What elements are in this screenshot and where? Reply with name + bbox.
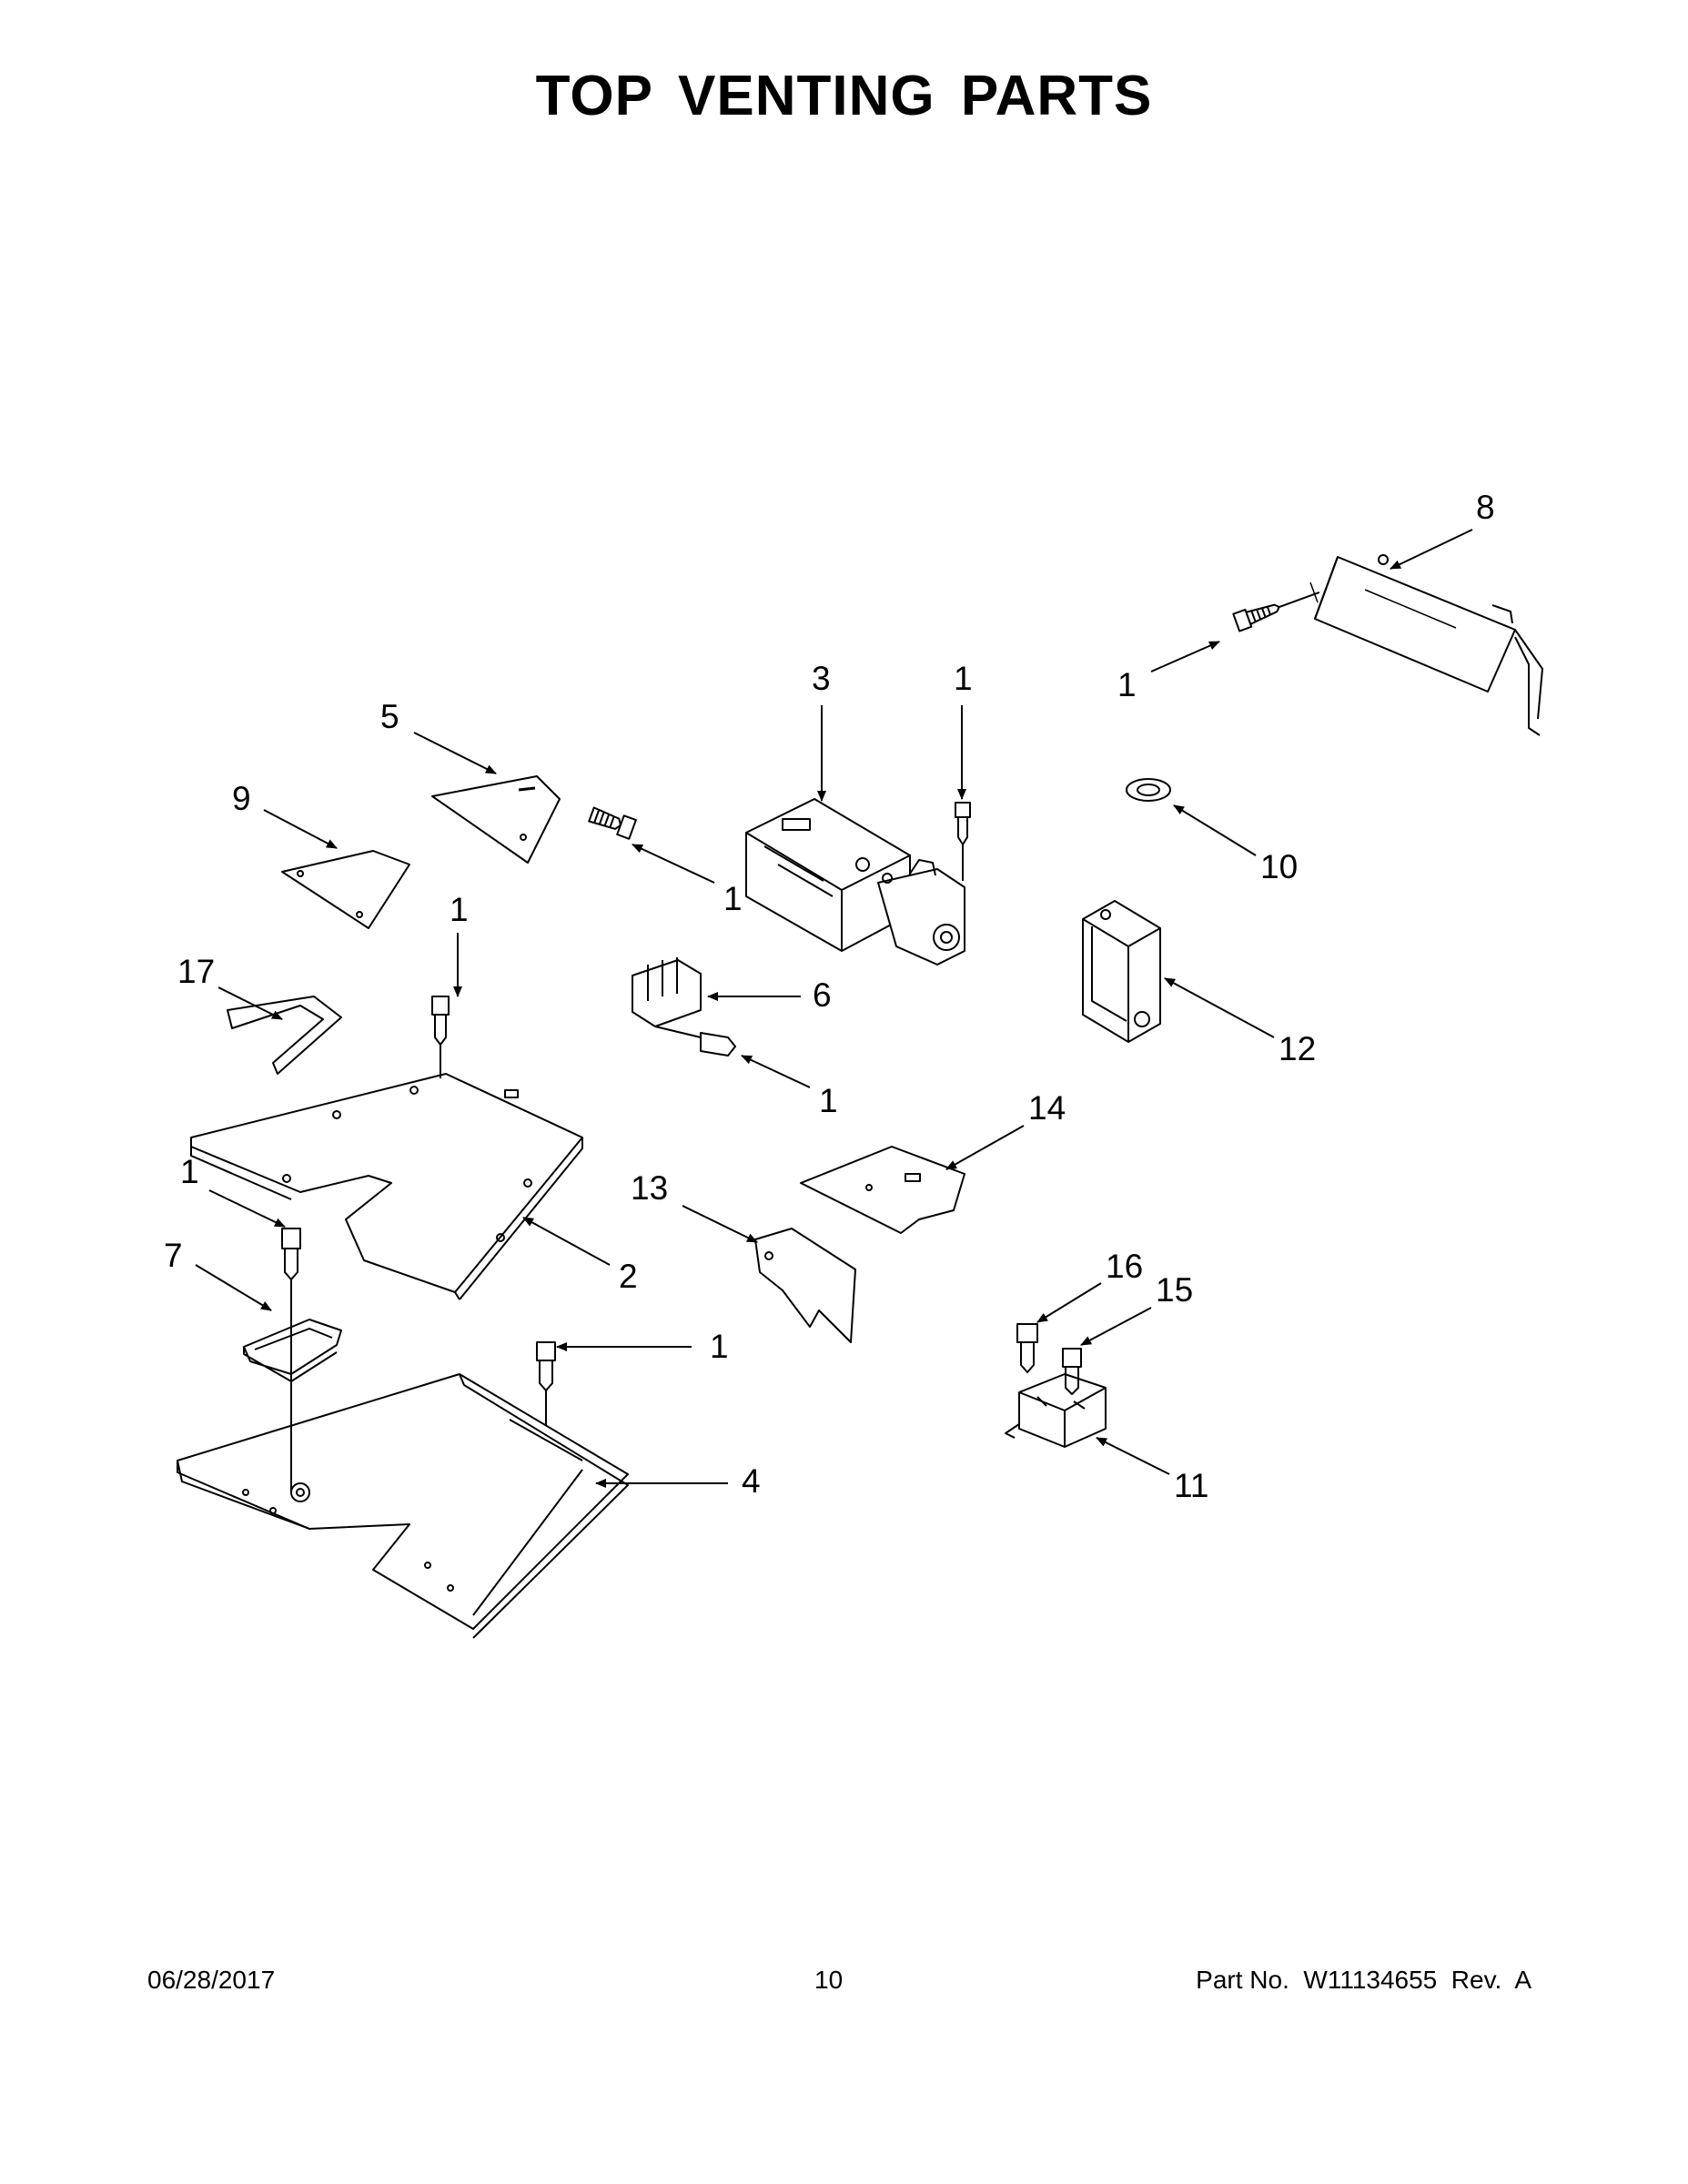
callout-16: 16 (1106, 1248, 1143, 1285)
callout-3: 3 (812, 660, 831, 697)
screw-center (431, 996, 450, 1069)
page-title: TOP VENTING PARTS (535, 65, 1153, 127)
callout-1: 1 (954, 660, 973, 697)
part-14-plate (800, 1146, 965, 1234)
part-8-vent-bracket (1309, 554, 1543, 736)
part-5-plate (431, 775, 561, 864)
callout-1: 1 (710, 1328, 729, 1365)
part-9-plate (281, 850, 410, 929)
screw-near-8 (1232, 591, 1320, 632)
screw-near-5 (588, 806, 637, 840)
callout-14: 14 (1028, 1089, 1066, 1127)
part-13-shield (754, 1228, 856, 1343)
callout-1: 1 (819, 1082, 838, 1119)
callout-9: 9 (232, 780, 251, 817)
callout-labels: 8 1 3 1 5 9 1 10 1 17 6 12 1 14 1 13 7 2… (164, 489, 1495, 1504)
part-17-gasket (227, 996, 342, 1075)
callout-1: 1 (1117, 666, 1137, 703)
footer-page-number: 10 (814, 1966, 844, 1994)
screw-near-7 (281, 1228, 301, 1280)
part-10-washer (1126, 778, 1171, 802)
part-3-valve-assembly (745, 798, 965, 966)
screw-16 (1016, 1323, 1038, 1373)
screw-near-3 (955, 802, 971, 881)
part-11-terminal-block (1005, 1373, 1107, 1448)
part-2-top-plate (190, 1073, 583, 1300)
footer-part-number: Part No. W11134655 Rev. A (1196, 1966, 1531, 1994)
part-4-base-pan (177, 1373, 629, 1639)
callout-11: 11 (1174, 1467, 1208, 1504)
callout-1: 1 (723, 880, 743, 917)
callout-15: 15 (1156, 1271, 1193, 1309)
callout-6: 6 (813, 976, 832, 1014)
callout-7: 7 (164, 1237, 183, 1274)
callout-1: 1 (180, 1153, 199, 1190)
callout-1: 1 (450, 891, 469, 928)
part-7-handle (243, 1319, 342, 1382)
screw-15 (1062, 1348, 1082, 1395)
callout-5: 5 (380, 698, 399, 735)
part-6-igniter (632, 957, 736, 1057)
callout-8: 8 (1476, 489, 1495, 526)
callout-2: 2 (619, 1258, 638, 1295)
part-12-junction-box (1082, 900, 1161, 1043)
callout-12: 12 (1279, 1030, 1316, 1067)
footer-date: 06/28/2017 (147, 1966, 276, 1994)
callout-13: 13 (631, 1169, 668, 1207)
callout-17: 17 (177, 953, 215, 990)
callout-4: 4 (742, 1462, 761, 1500)
leader-lines (195, 529, 1473, 1488)
callout-10: 10 (1260, 848, 1298, 885)
